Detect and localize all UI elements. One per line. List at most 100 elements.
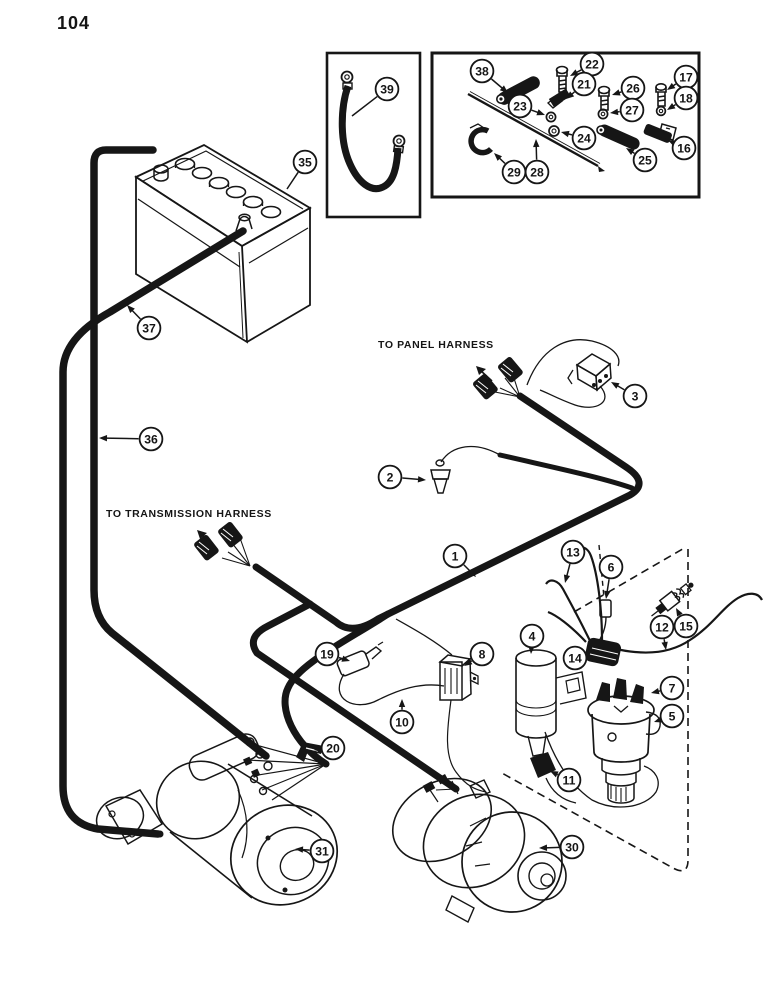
callout-11: 11: [550, 767, 582, 793]
clip-21: [546, 88, 571, 109]
callout-27: 27: [610, 97, 645, 123]
svg-text:24: 24: [577, 131, 591, 145]
nut-23: [545, 111, 557, 123]
callout-24: 24: [561, 125, 597, 151]
cable-37-terminal: [156, 830, 164, 838]
panel-connectors: [473, 357, 523, 400]
alternator-terminals: [422, 774, 457, 793]
callout-22: 22: [570, 51, 605, 77]
callout-36: 36: [99, 426, 164, 452]
wire-loom-14: [584, 637, 622, 667]
callout-18: 18: [667, 85, 699, 111]
svg-text:15: 15: [679, 619, 693, 633]
svg-text:18: 18: [679, 91, 693, 105]
transmission-direction-arrow: [197, 530, 214, 546]
callout-25: 25: [626, 147, 658, 173]
svg-text:8: 8: [479, 647, 486, 661]
callout-10: 10: [389, 699, 415, 735]
svg-text:1: 1: [452, 549, 459, 563]
callout-30: 30: [539, 834, 585, 860]
callout-3: 3: [611, 382, 648, 409]
callout-19: 19: [314, 641, 350, 667]
connector-block-8: [395, 618, 487, 793]
alternator: [391, 774, 567, 923]
callout-12: 12: [649, 614, 675, 650]
svg-text:28: 28: [530, 165, 544, 179]
battery-cable-36: [90, 146, 270, 760]
svg-text:27: 27: [625, 103, 639, 117]
callout-7: 7: [651, 675, 685, 701]
svg-text:23: 23: [513, 99, 527, 113]
bolt-26: [597, 85, 611, 111]
harness-branch-lower: [249, 600, 460, 793]
temperature-sender-2: [430, 445, 501, 494]
engine-outline-dashed: [499, 546, 689, 872]
harness-branch-starter: [281, 610, 392, 768]
svg-text:25: 25: [638, 153, 652, 167]
svg-text:11: 11: [563, 773, 576, 787]
spark-plug-15: [651, 582, 694, 617]
callout-35: 35: [286, 149, 318, 190]
svg-text:35: 35: [298, 155, 312, 169]
svg-text:16: 16: [677, 141, 691, 155]
svg-text:29: 29: [507, 165, 521, 179]
battery-cable-39: [338, 70, 406, 192]
strap-25: [596, 124, 640, 150]
svg-text:2: 2: [387, 470, 394, 484]
callout-6: 6: [598, 554, 624, 599]
callout-14: 14: [562, 645, 594, 671]
callout-26: 26: [612, 75, 646, 101]
harness-cables: [59, 146, 643, 838]
oil-sender-19: [336, 641, 384, 677]
boot-11: [530, 752, 577, 804]
tie-strap-28: [467, 91, 605, 172]
callout-16: 16: [668, 135, 697, 161]
svg-text:30: 30: [565, 840, 579, 854]
clamp-29: [468, 123, 494, 156]
svg-text:17: 17: [679, 70, 693, 84]
svg-text:31: 31: [315, 844, 329, 858]
battery: [134, 143, 312, 344]
svg-text:36: 36: [144, 432, 158, 446]
callout-15: 15: [673, 608, 699, 639]
svg-text:26: 26: [626, 81, 640, 95]
page-number: 104: [57, 13, 90, 33]
spark-plug-wires: [545, 546, 763, 654]
svg-text:14: 14: [568, 651, 582, 665]
clamp-16: [643, 123, 677, 143]
transmission-connectors: [194, 522, 251, 567]
svg-text:7: 7: [669, 681, 676, 695]
distributor: [544, 678, 661, 808]
washer-27: [597, 108, 609, 120]
svg-text:19: 19: [320, 647, 334, 661]
hardware-inset-box: [430, 51, 701, 199]
callout-17: 17: [667, 64, 699, 90]
wire-10: [338, 673, 445, 706]
svg-text:3: 3: [632, 389, 639, 403]
callout-38: 38: [469, 58, 508, 93]
callout-1: 1: [442, 543, 476, 577]
battery-caps: [174, 157, 282, 219]
bolt-17: [655, 83, 667, 107]
strap-38: [495, 76, 540, 105]
svg-text:21: 21: [577, 77, 591, 91]
callout-20: 20: [314, 735, 346, 761]
sender-branch-stub: [497, 452, 635, 491]
relay-3: [526, 339, 620, 408]
callout-29: 29: [494, 153, 527, 185]
ignition-coil: [515, 649, 587, 757]
battery-post-negative: [153, 164, 169, 182]
svg-text:6: 6: [608, 560, 615, 574]
callout-8: 8: [464, 641, 495, 667]
callout-13: 13: [560, 539, 586, 583]
callout-23: 23: [507, 93, 545, 119]
callout-39: 39: [351, 76, 400, 117]
battery-cable-inset-box: [325, 51, 422, 219]
callout-21: 21: [566, 71, 597, 99]
nut-18: [655, 105, 667, 117]
starter-terminals: [243, 737, 273, 796]
callout-37: 37: [127, 305, 162, 341]
